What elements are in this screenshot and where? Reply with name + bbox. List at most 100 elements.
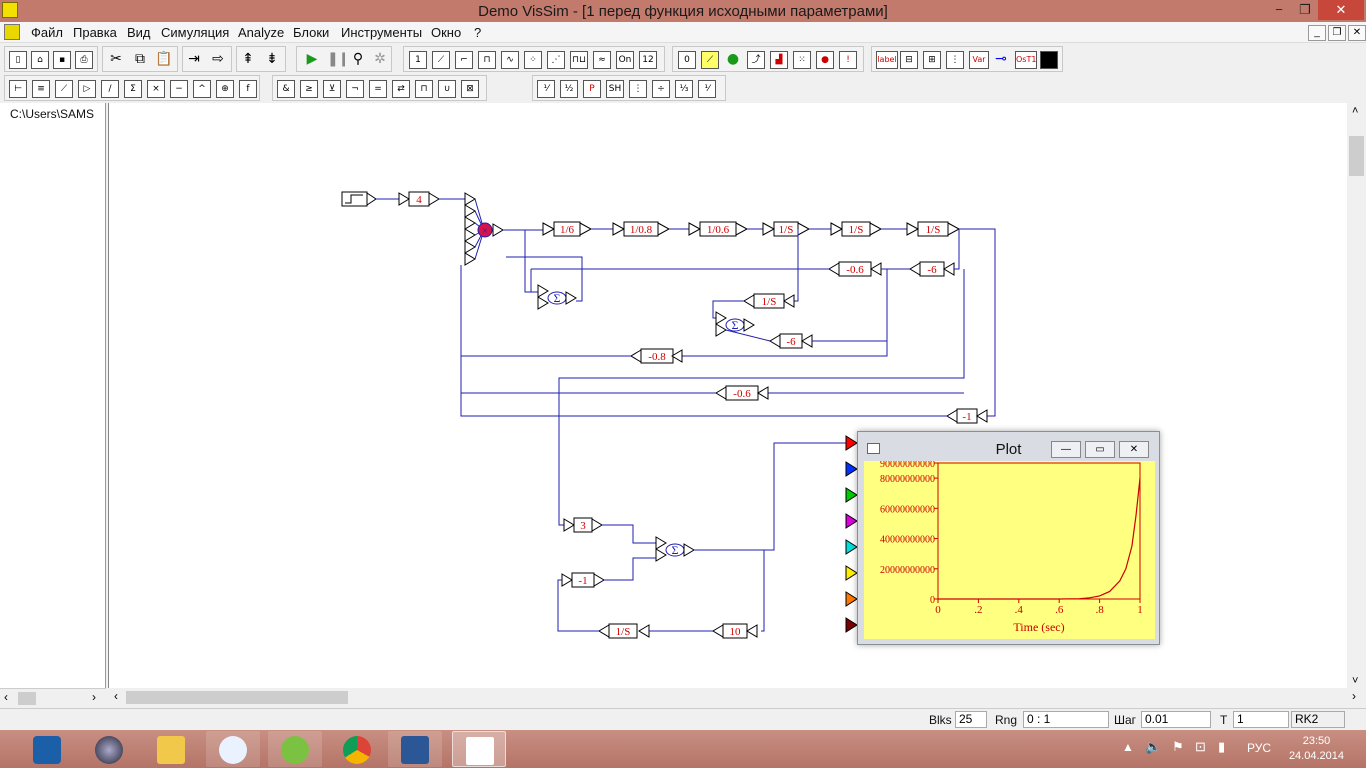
gain-block[interactable]: -0.6 [715,385,769,401]
gain-block[interactable]: -0.6 [828,261,882,277]
delay-block-icon[interactable]: ⊠ [461,80,479,98]
close-button[interactable]: ✕ [1318,0,1364,20]
project-tree[interactable]: C:\Users\SAMS [0,103,106,707]
error-block-icon[interactable]: ! [839,51,857,69]
menu-window[interactable]: Окно [431,25,462,40]
color-block-icon[interactable] [1040,51,1058,69]
flag-icon[interactable]: ⚑ [1172,739,1184,754]
menu-help[interactable]: ? [474,25,482,40]
unit-delay-block-icon[interactable]: ⅟ [698,80,716,98]
gain-block[interactable]: -6 [769,333,813,349]
ramp-block-icon[interactable]: ⟋ [432,51,450,69]
canvas-hscrollbar[interactable]: ‹ › [108,688,1366,707]
volume-icon[interactable]: 🔈 [1145,739,1162,754]
menu-edit[interactable]: Правка [73,25,117,40]
integrator-block[interactable]: 1/S [762,221,811,237]
integrator-block[interactable]: 1/S [598,623,650,639]
plot-maximize-button[interactable]: ▭ [1085,441,1115,458]
document-icon[interactable] [4,24,20,40]
diagram-canvas[interactable]: .w{stroke:#1f1fb0;fill:none;stroke-width… [108,103,1347,688]
pid-block-icon[interactable]: P [583,80,601,98]
gain-block[interactable]: -6 [909,261,955,277]
open-folder-icon[interactable]: ⌂ [31,51,49,69]
variable-block-icon[interactable]: Var [969,51,989,69]
meter-block-icon[interactable]: ⁙ [793,51,811,69]
tree-hscrollbar[interactable]: ‹ › [0,688,106,707]
taskbar-app-sphere[interactable] [82,731,136,767]
wave-block-icon[interactable]: ≈ [593,51,611,69]
connector-in-icon[interactable]: ⇥ [188,51,200,67]
new-file-icon[interactable]: ▯ [9,51,27,69]
display-block-icon[interactable]: 0 [678,51,696,69]
div-block-icon[interactable]: / [101,80,119,98]
compare-block-icon[interactable]: = [369,80,387,98]
relay-block-icon[interactable]: ⊓ [415,80,433,98]
plot-close-button[interactable]: ✕ [1119,441,1149,458]
pulse-block-icon[interactable]: ⊓ [478,51,496,69]
taskbar-green-app[interactable] [268,731,322,767]
gain-block[interactable]: -0.8 [630,348,683,364]
bring-down-icon[interactable]: ⇟ [266,51,278,67]
gain-block[interactable]: 1/0.8 [612,221,671,237]
gain-block[interactable]: 1/0.6 [688,221,749,237]
mdi-restore-button[interactable]: ❐ [1328,25,1346,41]
battery-icon[interactable]: ▮ [1218,739,1226,754]
restore-button[interactable]: ❐ [1299,2,1311,17]
clock-block-icon[interactable]: 12 [639,51,657,69]
pow-block-icon[interactable]: ^ [193,80,211,98]
light-block-icon[interactable]: ● [726,51,740,67]
minimize-button[interactable]: − [1275,2,1283,17]
sum-block[interactable]: Σ [537,284,577,310]
derivative-block-icon[interactable]: ½ [560,80,578,98]
wirepoint-block-icon[interactable]: ⊟ [900,51,918,69]
menu-blocks[interactable]: Блоки [293,25,330,40]
plot-block-icon[interactable]: ⟋ [701,51,719,69]
fcn-block-icon[interactable]: f [239,80,257,98]
gain-block[interactable]: 4 [398,191,440,207]
menu-view[interactable]: Вид [127,25,151,40]
save-icon[interactable]: ▪ [53,51,71,69]
taskbar-vissim[interactable] [452,731,506,767]
xor-block-icon[interactable]: ⊻ [323,80,341,98]
const-block-icon[interactable]: 1 [409,51,427,69]
integrator-block[interactable]: 1/S [743,293,795,309]
transfer-fn-block-icon[interactable]: ÷ [652,80,670,98]
integrator-block[interactable]: 1/S [830,221,883,237]
taskbar-word[interactable] [388,731,442,767]
sum-block-icon[interactable]: Σ [124,80,142,98]
label-block-button[interactable]: label [876,51,898,69]
sine-block-icon[interactable]: ∿ [501,51,519,69]
menu-simulation[interactable]: Симуляция [161,25,230,40]
abs-block-icon[interactable]: ⊢ [9,80,27,98]
compound-block-icon[interactable]: ⊞ [923,51,941,69]
int-block-icon[interactable]: ≡ [32,80,50,98]
xy-plot-block-icon[interactable]: ⤴ [747,51,765,69]
zoh-block-icon[interactable]: ⅓ [675,80,693,98]
gain-block[interactable]: 10 [712,623,758,639]
clock[interactable]: 23:50 24.04.2014 [1289,734,1344,764]
cut-icon[interactable]: ✂ [110,51,122,67]
onoff-block-icon[interactable]: On [616,51,634,69]
network-icon[interactable]: ⊡ [1195,739,1206,754]
play-icon[interactable]: ▶ [306,51,318,67]
step-block-icon[interactable]: ⌐ [455,51,473,69]
sum-block[interactable]: Σ [655,536,695,562]
not-block-icon[interactable]: ¬ [346,80,364,98]
gain-block-icon[interactable]: ▷ [78,80,96,98]
mdi-minimize-button[interactable]: _ [1308,25,1326,41]
ost-block-button[interactable]: OsT1 [1015,51,1037,69]
summing-junction-icon[interactable]: ⊕ [216,80,234,98]
histogram-block-icon[interactable]: ▟ [770,51,788,69]
project-path[interactable]: C:\Users\SAMS [10,107,95,121]
sample-hold-block-icon[interactable]: SH [606,80,624,98]
paste-icon[interactable]: 📋 [155,51,173,67]
mult-block-icon[interactable]: × [147,80,165,98]
square-block-icon[interactable]: ⊓⊔ [570,51,588,69]
noise-block-icon[interactable]: ⁘ [524,51,542,69]
input-language[interactable]: РУС [1247,741,1272,755]
state-space-block-icon[interactable]: ⋮ [629,80,647,98]
sum-block[interactable]: Σ [715,311,755,337]
integrator-block-icon[interactable]: ⅟ [537,80,555,98]
